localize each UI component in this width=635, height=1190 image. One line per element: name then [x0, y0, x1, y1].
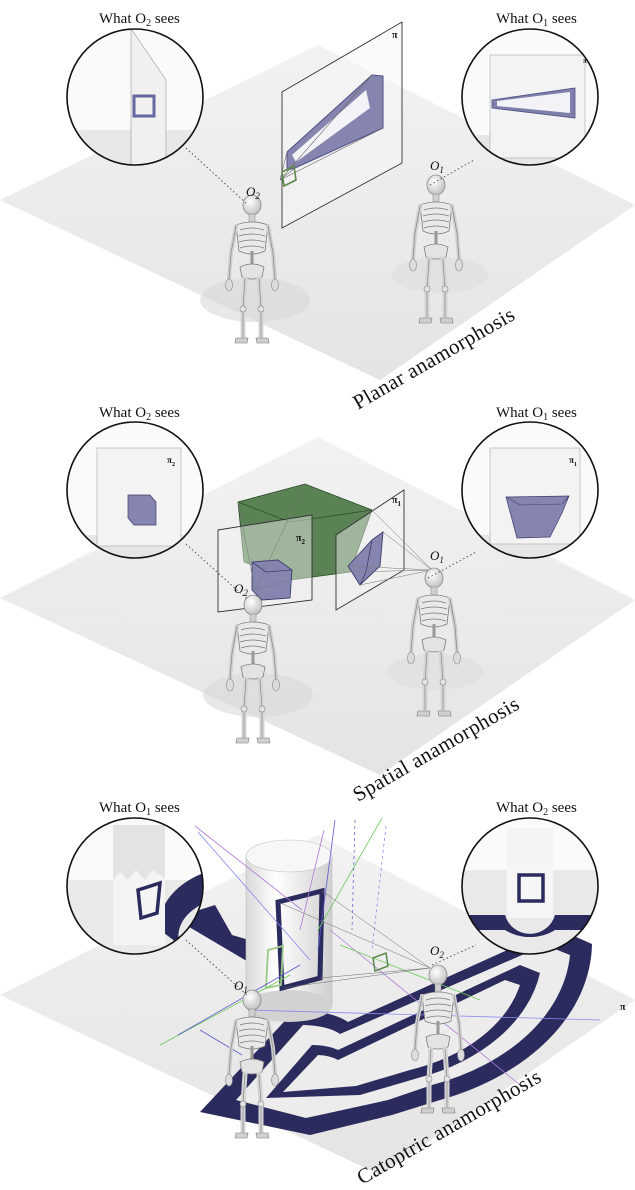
observer-shadow: [200, 278, 310, 322]
view-label-right: What O2 sees: [496, 800, 577, 818]
view-label-left: What O1 sees: [99, 800, 180, 818]
observer-shadow: [392, 257, 488, 293]
view-label-left: What O2 sees: [99, 11, 180, 29]
view-label-right: What O1 sees: [496, 11, 577, 29]
panel-spatial: π2 π1 O2 O1: [0, 405, 635, 806]
panel-catoptric: π: [0, 800, 635, 1189]
plane-label: π: [392, 30, 398, 41]
plane-label: π: [620, 1002, 626, 1013]
view-label-left: What O2 sees: [99, 405, 180, 423]
panel-planar: π O2 O1 What O2 sees: [0, 11, 635, 414]
view-label-right: What O1 sees: [496, 405, 577, 423]
